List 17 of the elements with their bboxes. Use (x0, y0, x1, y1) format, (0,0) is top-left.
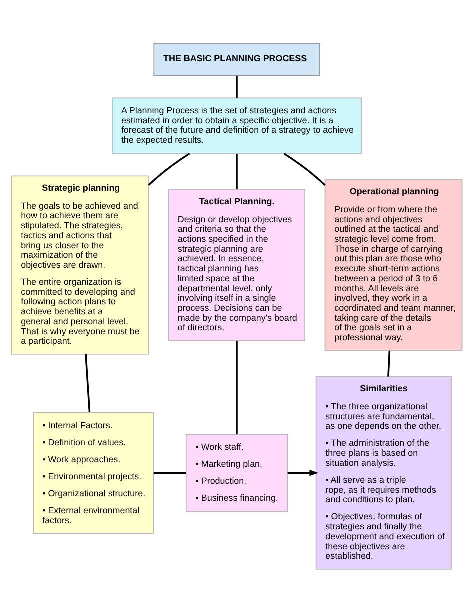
connector (236, 341, 238, 435)
node-box: Operational planning Provide or from where the actions and objectives outlined at the tactical and strategic level come from. Those in charge of carrying out this plan are those who execute short-term actions between a period of 3 to 6 months. All levels are involved, they work in a coordinated and team manner, taking care of the details of the goals set in a professional way. (324, 179, 463, 352)
node-box: Strategic planning The goals to be achieved and how to achieve them are stipulated. The strategies, tactics and actions that bring us closer to the maximization of the objectives are drawn. The entire organization is committed to developing and following action plans to achieve benefits at a general and personal level. That is why everyone must be a participant. (11, 176, 150, 355)
connector (236, 154, 238, 190)
connector (236, 76, 238, 98)
node-box: Tactical Planning. Design or develop objectives and criteria so that the actions specified in the strategic planning are achieved. In essence, tactical planning has limited space at the departmental level, only involving itself in a single process. Decisions can be made by the company's board of directors. (168, 189, 306, 342)
connector (148, 153, 190, 186)
node-box: Similarities • The three organizational structures are fundamental, as one depends on the other. • The administration of the three plans is based on situation analysis. • All serve as a triple rope, as it requires methods and conditions to plan. • Objectives, formulas of strategies and finally the development and execution of these objectives are established. (316, 376, 452, 570)
connector (154, 472, 186, 474)
connector (388, 350, 391, 377)
node-box: A Planning Process is the set of strategies and actions estimated in order to obtain a specific objective. It is a forecast of the future and definition of a strategy to achieve the expected results. (112, 98, 362, 154)
arrow (288, 470, 319, 476)
node-box: • Internal Factors. • Definition of values. • Work approaches. • Environmental projects. • Organizational structure. • External environmental factors. (33, 412, 154, 534)
connector (284, 153, 326, 186)
connector (85, 354, 91, 412)
node-box: • Work staff. • Marketing plan. • Production. • Business financing. (186, 434, 288, 512)
node-box: THE BASIC PLANNING PROCESS (154, 43, 320, 76)
